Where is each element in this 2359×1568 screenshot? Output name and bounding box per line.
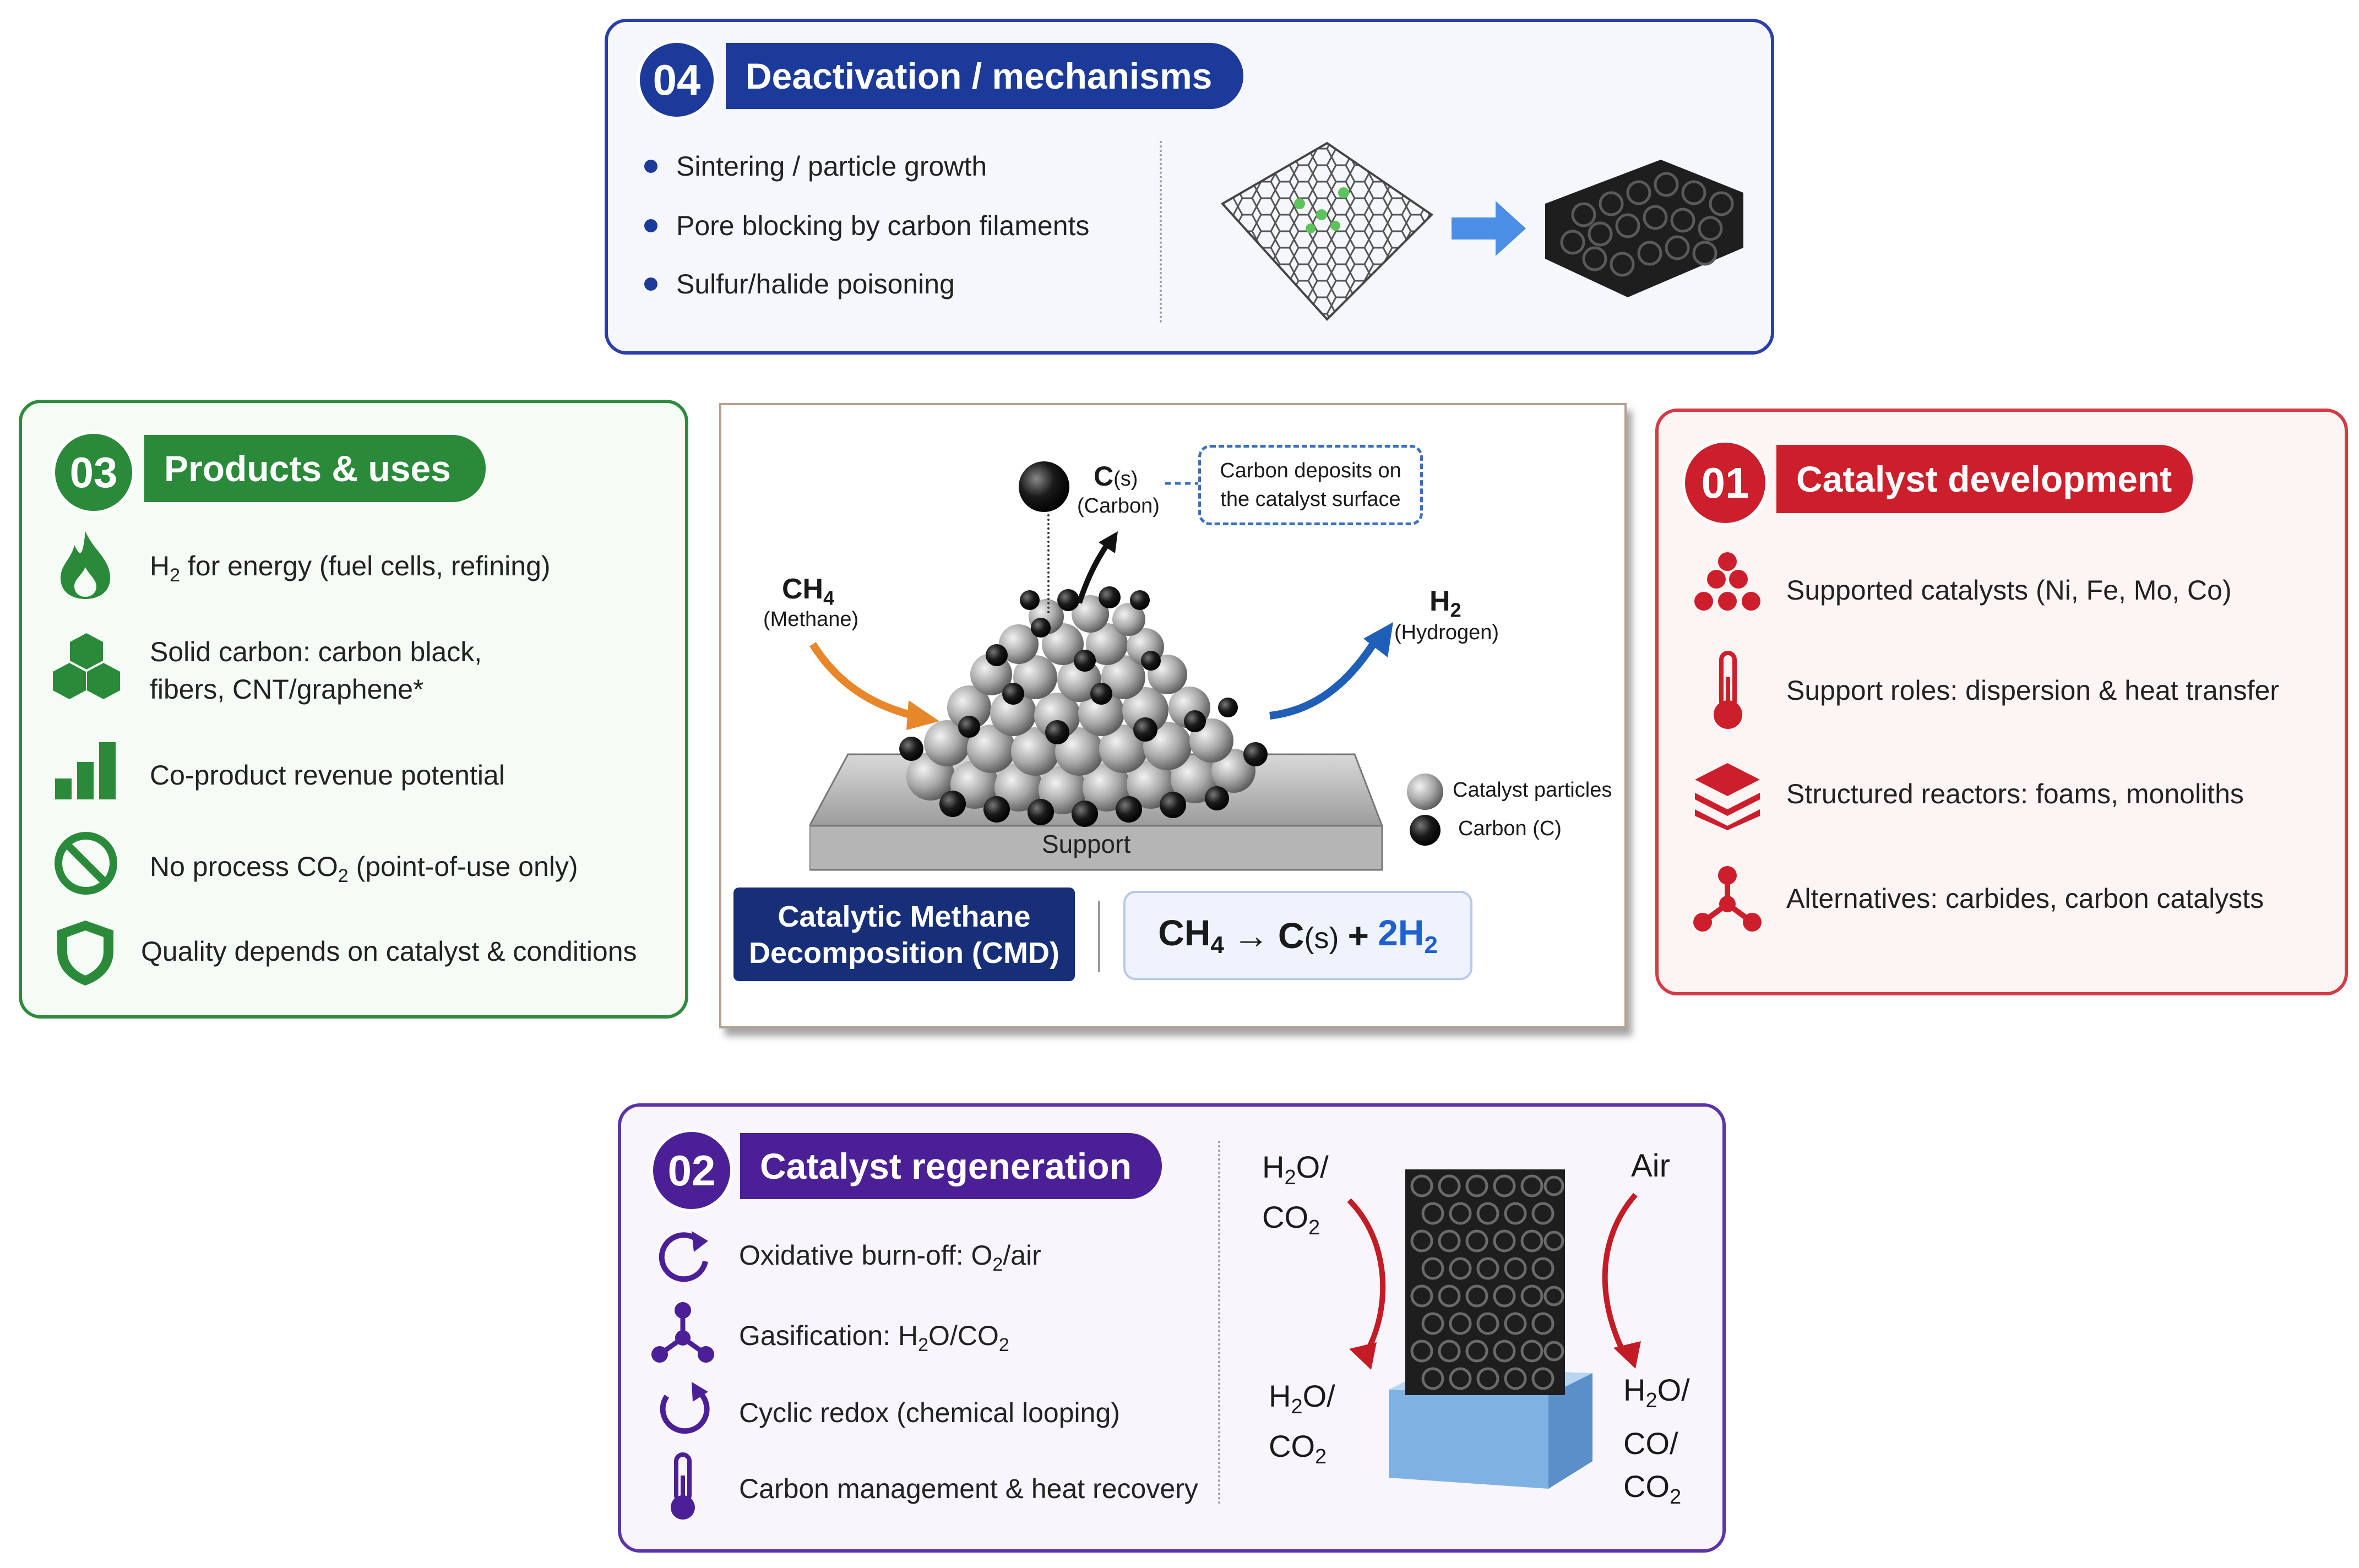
hydrogen-name: (Hydrogen) — [1394, 621, 1499, 644]
methane-inflow-arrow — [809, 642, 939, 730]
left-curved-arrow — [1347, 1198, 1386, 1370]
catalyst-dev-item: Supported catalysts (Ni, Fe, Mo, Co) — [1786, 575, 2232, 606]
thermometer-icon — [1714, 651, 1742, 729]
up-arrow-icon — [1077, 531, 1118, 604]
divider — [1218, 1141, 1220, 1504]
input-gas-left: H2O/ CO2 — [1262, 1150, 1329, 1240]
shield-icon — [57, 921, 113, 986]
bullet-icon — [644, 277, 657, 291]
regenerated-monolith-illustration — [1389, 1169, 1592, 1489]
carbon-atom-icon — [1019, 461, 1069, 512]
molecule-icon — [651, 1302, 714, 1363]
output-gas-left: H2O/ CO2 — [1269, 1379, 1335, 1469]
hydrogen-formula: H2 — [1429, 585, 1461, 622]
dotted-connector — [1047, 514, 1050, 613]
bullet-icon — [644, 219, 657, 232]
regeneration-number: 02 — [650, 1129, 733, 1212]
prohibited-icon — [55, 832, 117, 895]
deactivation-item: Sulfur/halide poisoning — [676, 269, 955, 300]
flame-icon — [61, 531, 110, 599]
regeneration-item: Gasification: H2O/CO2 — [739, 1320, 1009, 1355]
cycle-arrow-icon — [660, 1382, 710, 1434]
products-title: Products & uses — [144, 435, 486, 502]
products-number: 03 — [52, 431, 135, 514]
product-item-quality: Quality depends on catalyst & conditions — [141, 936, 637, 967]
right-arrow-icon — [1452, 201, 1526, 256]
product-item-revenue: Co-product revenue potential — [150, 760, 505, 791]
catalyst-development-title: Catalyst development — [1776, 445, 2193, 513]
regeneration-item: Carbon management & heat recovery — [739, 1473, 1198, 1504]
deactivation-item: Sintering / particle growth — [676, 151, 987, 182]
hydrogen-outflow-arrow — [1269, 622, 1393, 720]
catalyst-development-number: 01 — [1682, 439, 1769, 526]
carbon-formula: C(s) — [1094, 461, 1138, 492]
callout-connector — [1165, 482, 1198, 485]
catalyst-dev-item: Structured reactors: foams, monoliths — [1786, 778, 2244, 809]
methane-name: (Methane) — [763, 608, 859, 631]
methane-formula: CH4 — [782, 573, 835, 609]
regeneration-title: Catalyst regeneration — [740, 1133, 1162, 1199]
reaction-equation: CH4 → C(s) + 2H2 — [1123, 891, 1472, 980]
layers-icon — [1695, 763, 1760, 830]
regeneration-item: Oxidative burn-off: O2/air — [739, 1240, 1041, 1275]
regeneration-item: Cyclic redox (chemical looping) — [739, 1397, 1120, 1428]
output-gas-right: H2O/ CO/ CO2 — [1623, 1373, 1690, 1509]
catalyst-particle-legend-icon — [1407, 774, 1443, 810]
carbon-block-icon — [1545, 160, 1743, 297]
thermometer-icon — [671, 1452, 695, 1520]
product-item-no-co2: No process CO2 (point-of-use only) — [150, 851, 578, 886]
catalyst-dev-item: Support roles: dispersion & heat transfe… — [1786, 675, 2279, 706]
graphene-sheet-icon — [1220, 141, 1434, 321]
molecule-icon — [1693, 866, 1762, 932]
catalyst-dev-item: Alternatives: carbides, carbon catalysts — [1786, 883, 2264, 914]
divider — [1160, 141, 1162, 323]
product-item-carbon: Solid carbon: carbon black, fibers, CNT/… — [150, 636, 482, 705]
deactivation-title: Deactivation / mechanisms — [726, 43, 1243, 109]
bullet-icon — [644, 160, 657, 173]
support-label: Support — [1042, 830, 1131, 858]
cmd-title-box: Catalytic Methane Decomposition (CMD) — [733, 888, 1075, 981]
products-panel — [19, 400, 688, 1019]
hexagon-cluster-icon — [53, 633, 120, 699]
divider — [1098, 901, 1100, 972]
catalyst-mound-illustration — [809, 586, 1384, 871]
deactivation-item: Pore blocking by carbon filaments — [676, 210, 1090, 241]
legend-carbon: Carbon (C) — [1458, 817, 1562, 840]
refresh-icon — [659, 1231, 708, 1282]
legend-catalyst-particles: Catalyst particles — [1453, 778, 1612, 802]
carbon-name: (Carbon) — [1077, 494, 1160, 518]
bar-chart-icon — [55, 742, 116, 799]
input-air-label: Air — [1631, 1148, 1670, 1184]
right-curved-arrow — [1602, 1193, 1641, 1369]
carbon-legend-icon — [1410, 815, 1441, 846]
product-item-h2: H2 for energy (fuel cells, refining) — [150, 551, 551, 586]
spheres-icon — [1694, 552, 1760, 611]
deactivation-number: 04 — [637, 40, 717, 120]
carbon-deposit-callout: Carbon deposits on the catalyst surface — [1198, 445, 1423, 525]
